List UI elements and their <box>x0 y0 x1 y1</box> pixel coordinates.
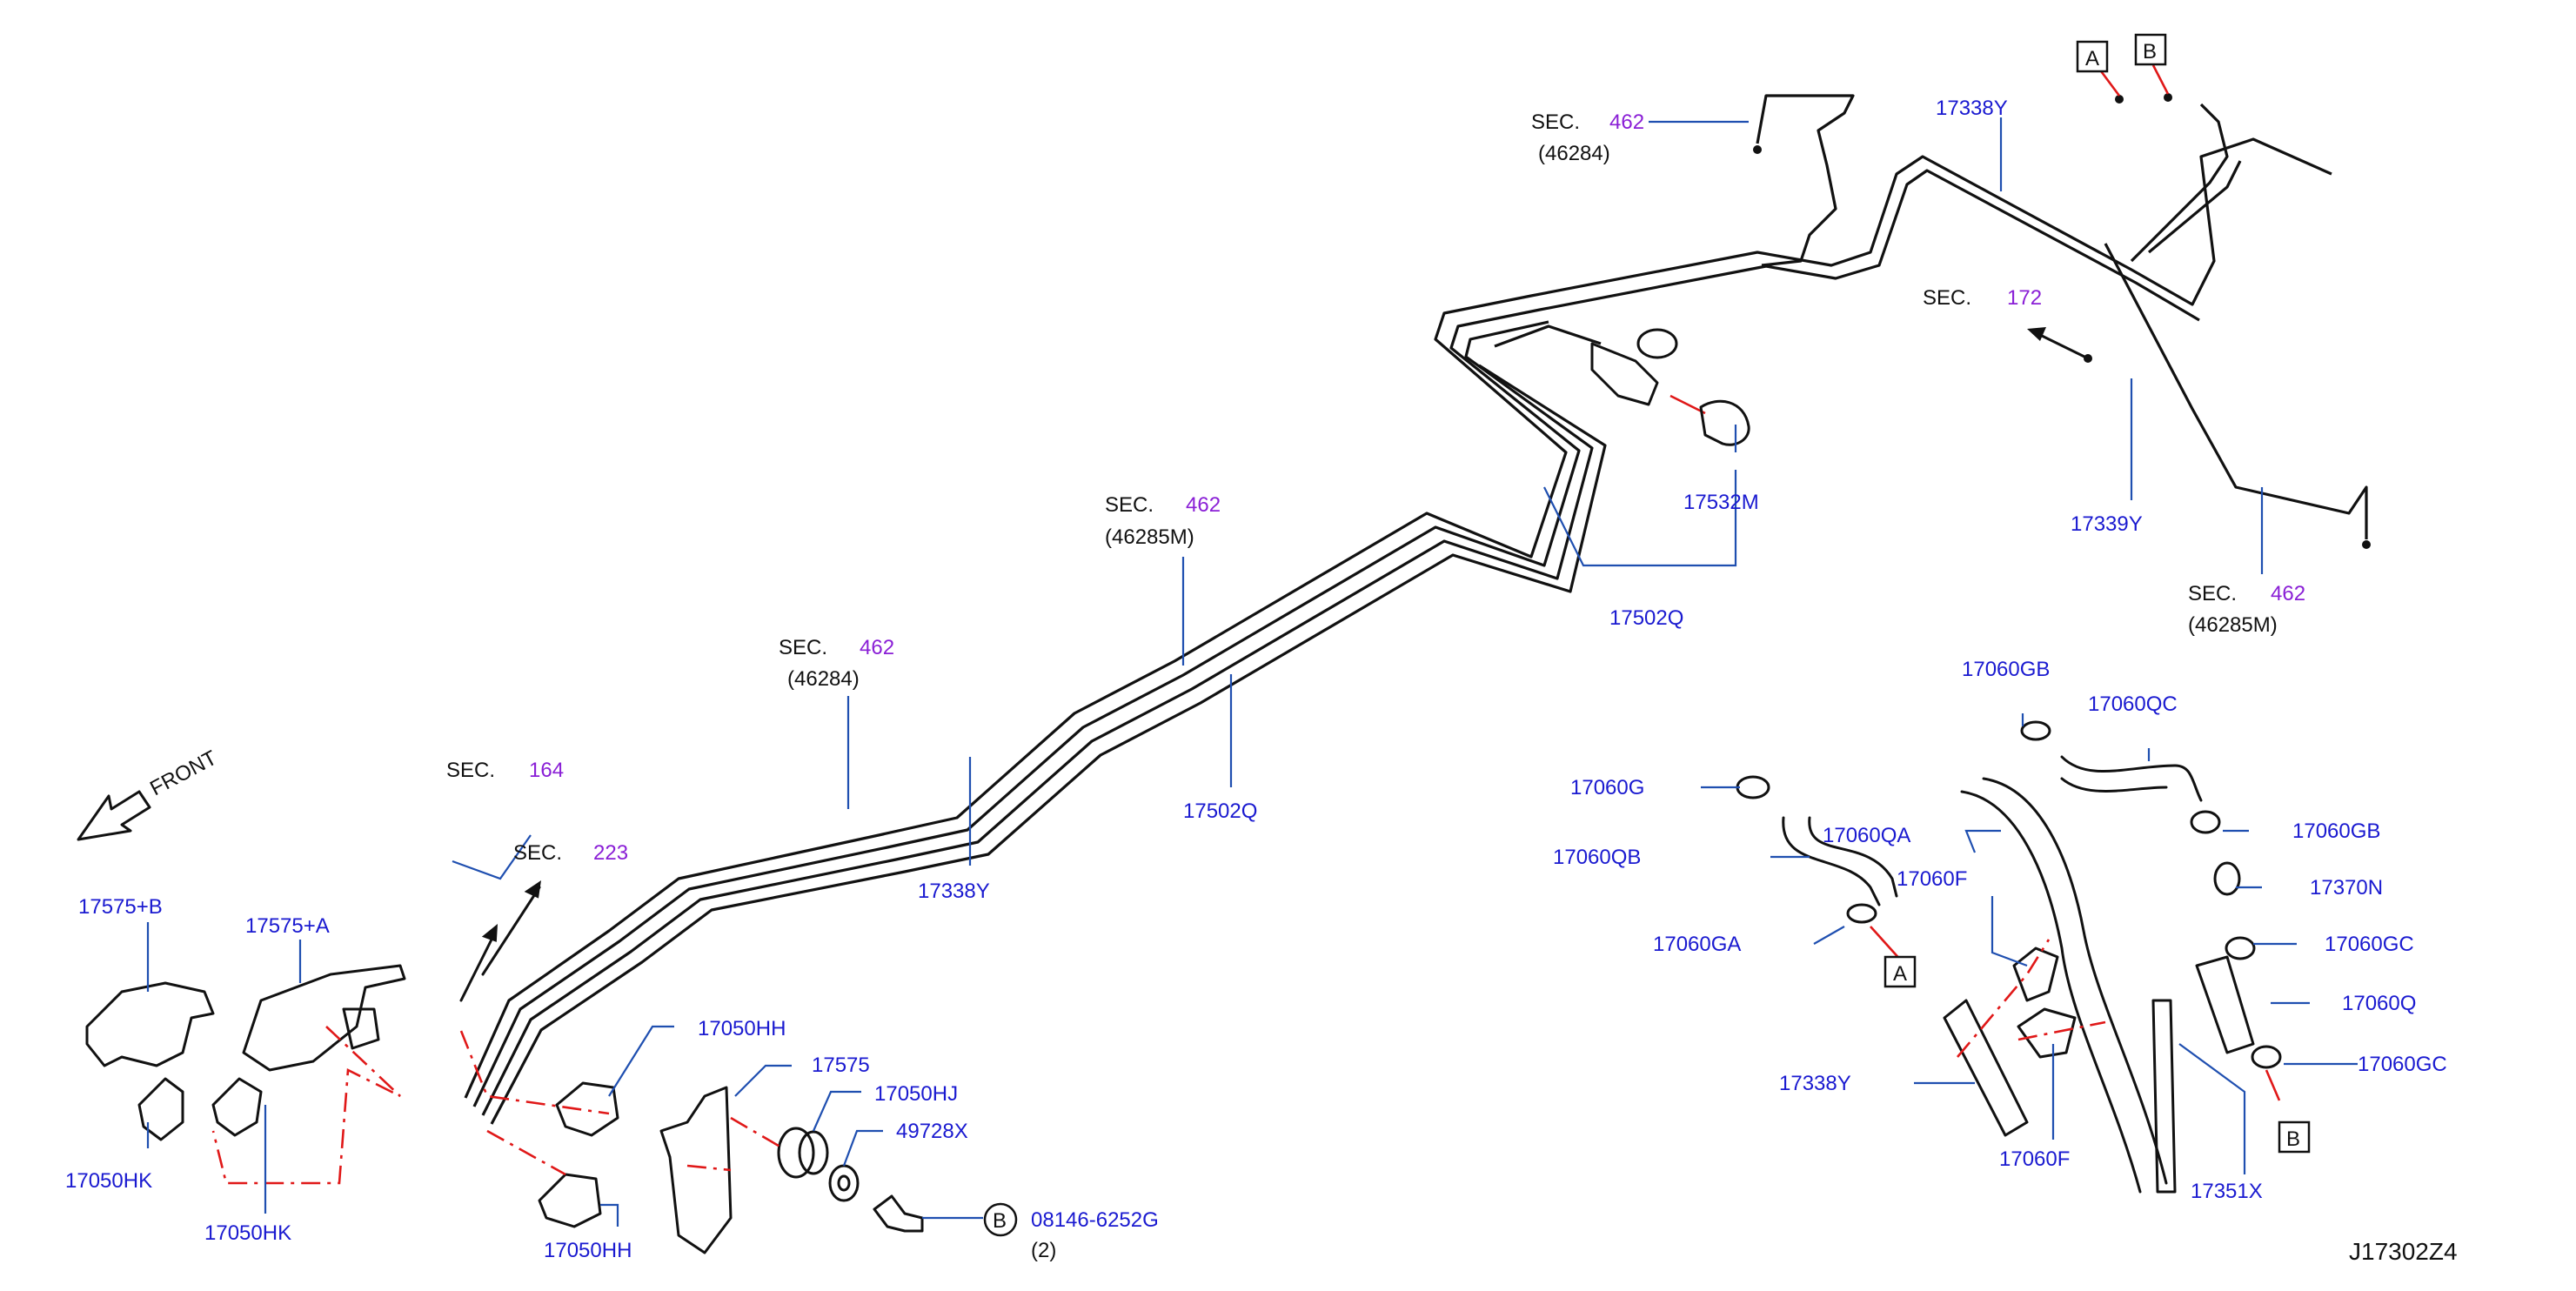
grommet-17050HJ <box>777 1127 829 1179</box>
diagram-code: J17302Z4 <box>2349 1238 2458 1265</box>
clip-17050HH-b <box>538 1173 602 1228</box>
clip-17050HK-b <box>211 1077 263 1137</box>
sec-ref-164: SEC. 164 <box>446 759 564 782</box>
callout-box-B-bottom: B <box>2278 1120 2311 1154</box>
label-17050HJ: 17050HJ <box>874 1082 958 1106</box>
left-dashed-guides <box>211 1026 784 1185</box>
clip-17050HK-a <box>137 1077 184 1141</box>
label-17060QB: 17060QB <box>1553 846 1641 869</box>
sec-prefix: SEC. <box>1923 286 1971 310</box>
label-49728X: 49728X <box>896 1120 968 1143</box>
label-17060Q: 17060Q <box>2342 992 2416 1015</box>
sec-ref-462-right: SEC. 462 (46285M) <box>2188 582 2305 637</box>
label-17060G: 17060G <box>1570 776 1644 799</box>
part-number-labels: 17338Y 17532M 17502Q 17339Y 17502Q 17338… <box>65 97 2447 1262</box>
sec-prefix: SEC. <box>779 636 827 659</box>
callout-box-B-top: B <box>2134 33 2167 66</box>
label-17502Q-top: 17502Q <box>1609 606 1683 630</box>
sec-number: 172 <box>2007 286 2042 310</box>
svg-text:A: A <box>2085 47 2099 70</box>
label-17575A: 17575+A <box>245 914 330 938</box>
label-17060QA: 17060QA <box>1823 824 1910 847</box>
label-17060GB-right: 17060GB <box>2292 819 2380 843</box>
tube-17339Y <box>2104 93 2371 549</box>
sec-number: 164 <box>529 759 564 782</box>
label-bolt-qty: (2) <box>1031 1239 1056 1262</box>
label-17370N: 17370N <box>2310 876 2383 900</box>
tube-end-sec462-top <box>1753 94 1855 267</box>
sec-number: 462 <box>2271 582 2305 605</box>
sec-ref-462-mid: SEC. 462 (46285M) <box>1105 493 1221 549</box>
washer-49728X <box>828 1164 860 1202</box>
sec-subref: (46285M) <box>2188 613 2278 637</box>
callout-box-A-bottom: A <box>1883 955 1917 988</box>
label-17050HH-a: 17050HH <box>698 1017 786 1040</box>
sec-subref: (46285M) <box>1105 525 1194 549</box>
label-17532M: 17532M <box>1683 491 1759 514</box>
label-17339Y: 17339Y <box>2071 512 2143 536</box>
sec-prefix: SEC. <box>1531 110 1580 134</box>
clip-17050HH-a <box>555 1081 619 1137</box>
label-17338Y-bottom: 17338Y <box>1779 1072 1851 1095</box>
bracket-17575 <box>659 1086 733 1254</box>
hose-clips-right <box>1736 720 2282 1069</box>
label-17050HK-a: 17050HK <box>65 1169 152 1193</box>
sec-ref-172: SEC. 172 <box>1923 286 2042 310</box>
sec-prefix: SEC. <box>1105 493 1154 517</box>
label-17060F-top: 17060F <box>1897 867 1967 891</box>
svg-text:A: A <box>1893 962 1907 986</box>
bolt-08146-6252G <box>873 1194 924 1233</box>
sec-number: 223 <box>593 841 628 865</box>
sec-ref-462-top: SEC. 462 (46284) <box>1531 110 1644 165</box>
quick-connector-assembly <box>1494 324 1750 446</box>
bracket-17575A <box>242 964 406 1072</box>
sec-arrows-left <box>459 880 541 1002</box>
front-label: FRONT <box>146 746 221 800</box>
sec-ref-223: SEC. 223 <box>513 841 628 865</box>
label-08146-6252G: 08146-6252G <box>1031 1208 1159 1232</box>
label-17050HK-b: 17050HK <box>204 1221 291 1245</box>
label-17502Q-mid: 17502Q <box>1183 799 1257 823</box>
label-17060GA: 17060GA <box>1653 933 1741 956</box>
svg-text:B: B <box>2286 1127 2300 1151</box>
front-direction-arrow-icon <box>77 790 151 841</box>
sec-prefix: SEC. <box>2188 582 2237 605</box>
label-17351X: 17351X <box>2191 1180 2263 1203</box>
sec-number: 462 <box>860 636 894 659</box>
label-17338Y-mid: 17338Y <box>918 880 990 903</box>
sec-number: 462 <box>1186 493 1221 517</box>
bracket-17575B <box>85 981 215 1067</box>
label-17060QC: 17060QC <box>2088 692 2178 716</box>
label-17338Y-top: 17338Y <box>1936 97 2008 120</box>
leader-lines <box>146 117 2358 1227</box>
svg-text:B: B <box>993 1209 1007 1233</box>
sec-ref-462-left: SEC. 462 (46284) <box>779 636 894 691</box>
sec-subref: (46284) <box>1538 142 1610 165</box>
label-17575B: 17575+B <box>78 895 163 919</box>
label-17050HH-b: 17050HH <box>544 1239 632 1262</box>
sec-number: 462 <box>1609 110 1644 134</box>
hose-assembly-right <box>1782 755 2255 1194</box>
callout-box-A-top: A <box>2076 40 2109 73</box>
label-17575: 17575 <box>812 1054 870 1077</box>
label-17060GC-b: 17060GC <box>2358 1053 2447 1076</box>
svg-text:B: B <box>2143 40 2157 64</box>
label-17060F-bottom: 17060F <box>1999 1147 2070 1171</box>
sec-subref: (46284) <box>787 667 860 691</box>
label-17060GB-top: 17060GB <box>1962 658 2050 681</box>
label-17060GC-a: 17060GC <box>2325 933 2414 956</box>
main-fuel-tubes <box>464 137 2332 1125</box>
bolt-ref-circle-B: B <box>983 1202 1018 1237</box>
sec172-arrow <box>2027 327 2092 363</box>
sec-prefix: SEC. <box>446 759 495 782</box>
sec-prefix: SEC. <box>513 841 562 865</box>
